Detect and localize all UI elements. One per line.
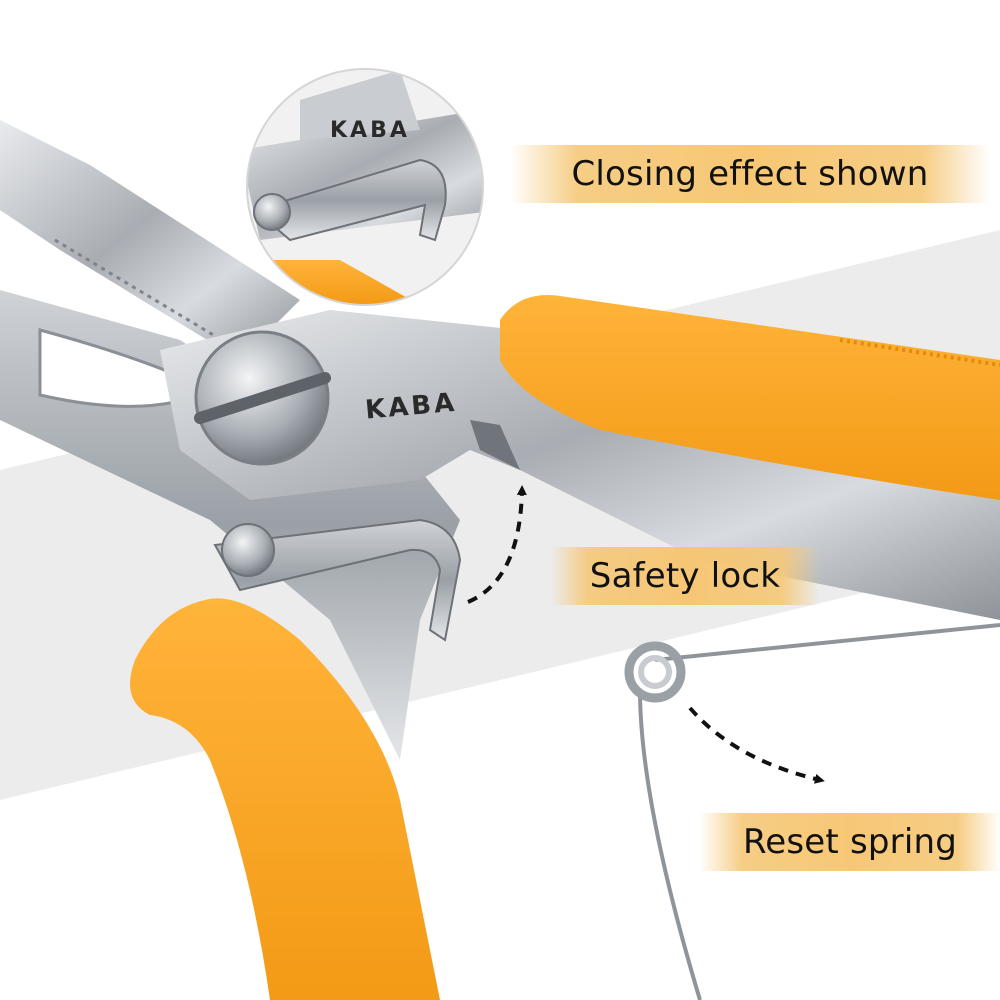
safety-lock-label: Safety lock	[589, 556, 781, 596]
reset-spring-label: Reset spring	[742, 822, 958, 862]
spring-coil	[624, 641, 686, 703]
safety-lock-arrow	[467, 485, 527, 604]
upper-arm	[160, 310, 1000, 620]
closing-effect-callout: Closing effect shown	[510, 145, 990, 203]
reset-spring-arrow	[688, 706, 825, 784]
lower-blade	[0, 290, 460, 760]
svg-text:KABA: KABA	[330, 118, 410, 143]
lower-handle	[130, 598, 440, 1000]
safety-lock-callout: Safety lock	[550, 547, 820, 605]
safety-lock-clip	[213, 518, 462, 642]
closing-effect-label: Closing effect shown	[571, 154, 929, 194]
reset-spring-callout: Reset spring	[700, 813, 1000, 871]
lock-rivet	[221, 523, 275, 577]
upper-blade	[0, 120, 300, 360]
closing-inset: KABA	[247, 69, 483, 305]
